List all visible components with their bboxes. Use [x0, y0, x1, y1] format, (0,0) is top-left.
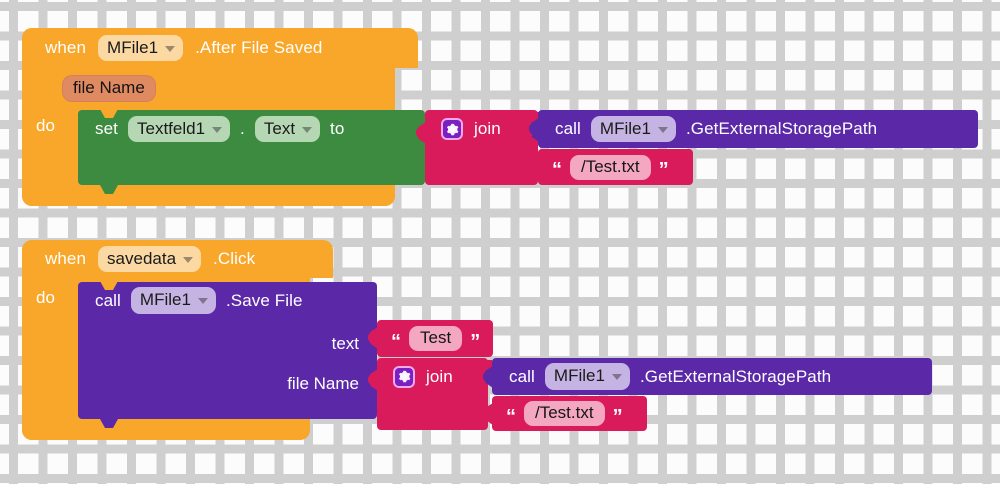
- join-left-plug-1: [416, 122, 426, 144]
- call-label-2: call: [95, 290, 121, 310]
- gear-icon[interactable]: [393, 365, 415, 388]
- call-label-3: call: [509, 366, 535, 386]
- call-left-plug-2: [483, 366, 493, 388]
- call-left-plug-1: [529, 118, 539, 140]
- call-component-label-1: MFile1: [599, 118, 651, 138]
- call-getexternalstoragepath-1[interactable]: call MFile1 .GetExternalStoragePath: [529, 110, 978, 148]
- chevron-down-icon[interactable]: [657, 126, 668, 133]
- call-component-dropdown-3[interactable]: MFile1: [544, 363, 630, 390]
- when-label-2: when: [45, 249, 87, 268]
- component-dropdown-1[interactable]: MFile1: [98, 34, 184, 62]
- join-label-1: join: [474, 119, 501, 138]
- setter-dot: .: [240, 119, 245, 138]
- arg-label-text: text: [331, 334, 359, 353]
- to-label: to: [330, 119, 345, 138]
- do-label-1: do: [36, 116, 55, 135]
- call-method-label-2: .Save File: [225, 290, 303, 310]
- join-block-2[interactable]: join: [368, 358, 488, 430]
- component-dropdown-label-1: MFile1: [107, 37, 159, 57]
- gear-icon[interactable]: [441, 118, 463, 140]
- event-name-label-2: .Click: [213, 249, 256, 268]
- call-label-1: call: [555, 119, 581, 138]
- event-name-label-1: .After File Saved: [195, 38, 323, 57]
- text-value-field-2[interactable]: Test: [409, 326, 463, 351]
- call-method-label-3: .GetExternalStoragePath: [639, 366, 832, 386]
- event-parameter-file-name[interactable]: file Name: [62, 74, 156, 102]
- event-header-1[interactable]: when MFile1 .After File Saved: [22, 28, 418, 68]
- call-component-label-2: MFile1: [139, 290, 191, 310]
- when-label-1: when: [45, 38, 87, 57]
- chevron-down-icon[interactable]: [183, 256, 194, 263]
- join-block-1[interactable]: join: [416, 110, 539, 185]
- join-label-2: join: [426, 366, 453, 386]
- call-component-label-3: MFile1: [553, 366, 605, 386]
- do-label-2: do: [36, 288, 55, 307]
- chevron-down-icon[interactable]: [197, 298, 208, 304]
- text-value-field-3[interactable]: /Test.txt: [524, 401, 605, 426]
- set-label: set: [95, 119, 118, 138]
- setter-property-label: Text: [263, 118, 296, 138]
- chevron-down-icon[interactable]: [165, 45, 176, 52]
- text-left-plug-2: [368, 327, 378, 349]
- setter-block-textfeld1-text[interactable]: set Textfeld1 . Text to: [78, 109, 425, 194]
- setter-property-dropdown[interactable]: Text: [254, 115, 321, 143]
- call-savefile-block[interactable]: call MFile1 .Save File text file Name: [78, 281, 377, 428]
- text-block-test-txt-2[interactable]: “ /Test.txt ”: [483, 396, 647, 431]
- setter-notch-top: [94, 109, 124, 118]
- event-block-bottom-bar-2: [22, 416, 307, 440]
- arg-label-file-name: file Name: [287, 374, 359, 393]
- join-left-plug-2: [368, 369, 378, 391]
- call-component-dropdown-1[interactable]: MFile1: [590, 115, 676, 143]
- event-parameter-row-1: file Name: [22, 72, 435, 104]
- chevron-down-icon[interactable]: [212, 126, 223, 133]
- setter-component-label: Textfeld1: [136, 118, 206, 138]
- setter-component-dropdown[interactable]: Textfeld1: [127, 115, 231, 143]
- text-left-plug-3: [483, 403, 493, 425]
- component-dropdown-2[interactable]: savedata: [98, 245, 202, 273]
- event-block-bottom-bar-1: [22, 182, 395, 206]
- component-dropdown-label-2: savedata: [107, 248, 177, 268]
- call-getexternalstoragepath-2[interactable]: call MFile1 .GetExternalStoragePath: [483, 358, 932, 395]
- text-left-plug-1: [529, 156, 539, 178]
- text-block-test-txt-1[interactable]: “ /Test.txt ”: [529, 149, 693, 185]
- event-header-2[interactable]: when savedata .Click: [22, 240, 333, 278]
- setter-notch-bottom: [94, 185, 124, 194]
- savefile-notch-bottom: [94, 419, 124, 428]
- text-block-test[interactable]: “ Test ”: [368, 320, 493, 357]
- text-value-field-1[interactable]: /Test.txt: [570, 154, 651, 180]
- savefile-notch-top: [94, 281, 124, 290]
- chevron-down-icon[interactable]: [611, 374, 622, 380]
- chevron-down-icon[interactable]: [302, 126, 313, 133]
- call-method-label-1: .GetExternalStoragePath: [685, 119, 878, 138]
- call-component-dropdown-2[interactable]: MFile1: [130, 287, 216, 314]
